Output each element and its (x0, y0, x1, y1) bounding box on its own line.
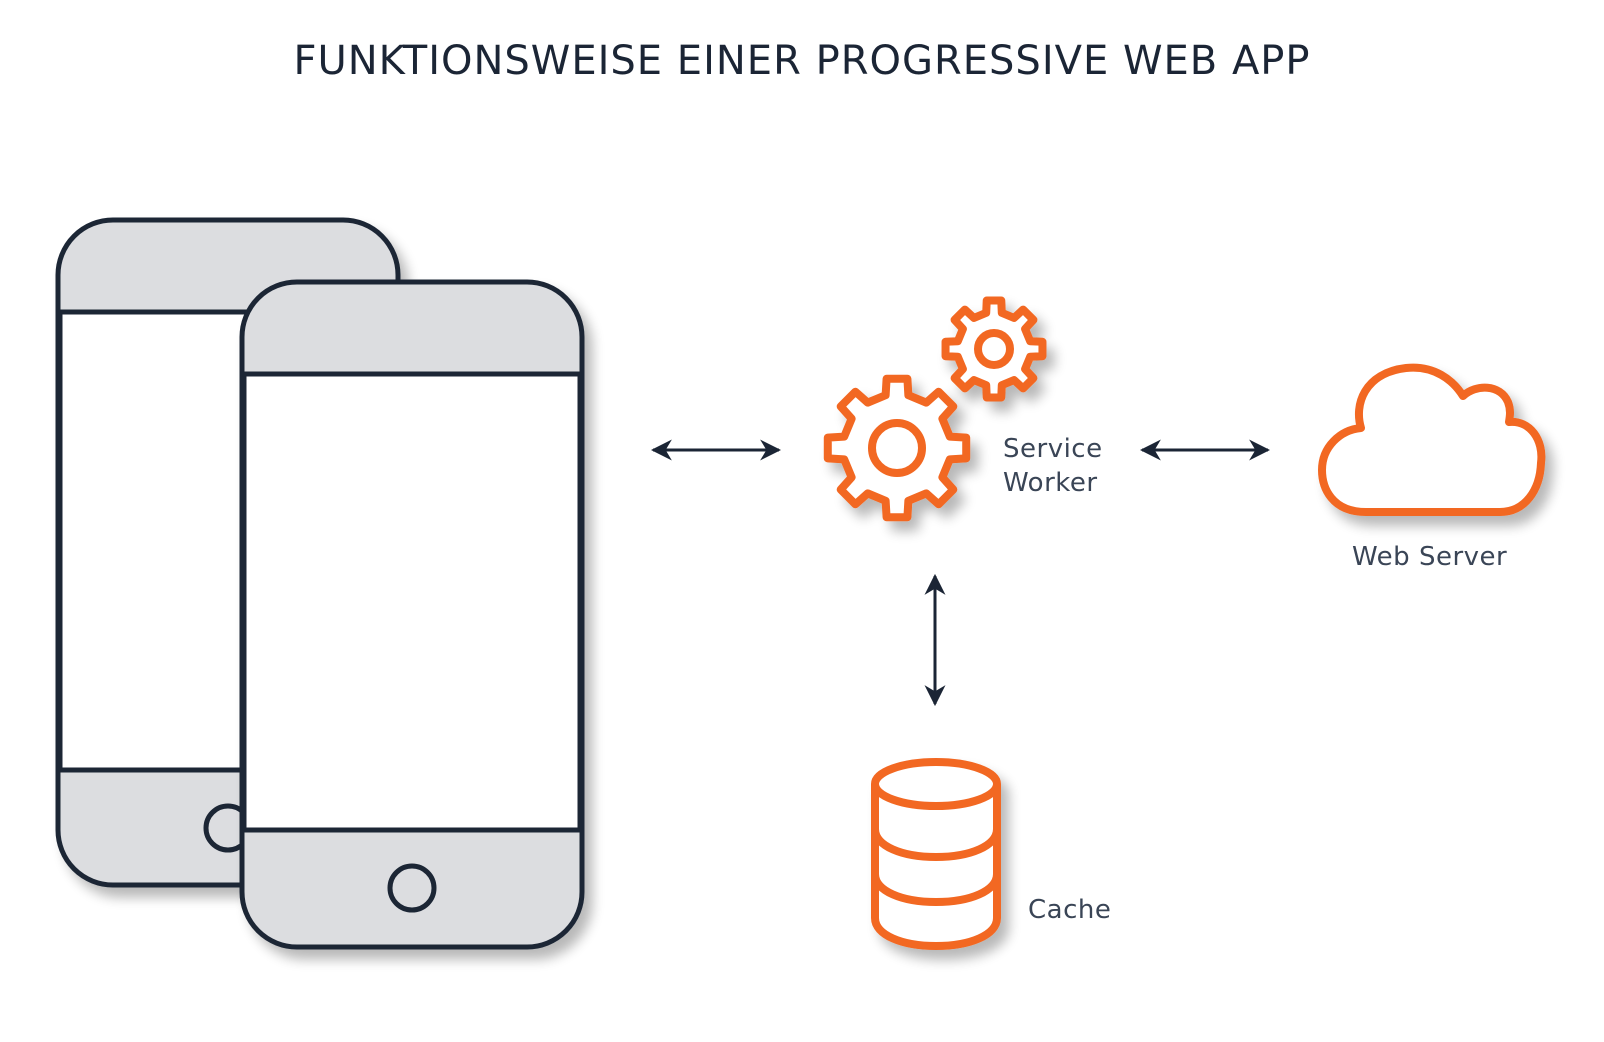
web-server-label: Web Server (1352, 542, 1508, 572)
page-title: FUNKTIONSWEISE EINER PROGRESSIVE WEB APP (293, 38, 1311, 84)
gear-large-icon (823, 374, 971, 522)
service-worker-label: Service Worker (1003, 432, 1103, 500)
cloud-icon (1318, 363, 1546, 516)
database-icon (871, 758, 1001, 951)
gears-icon (823, 296, 1047, 522)
gear-small-icon (941, 296, 1047, 402)
service-worker-label-line1: Service (1003, 434, 1103, 464)
smartphone-front-icon (239, 279, 585, 950)
service-worker-label-line2: Worker (1003, 468, 1098, 498)
cache-label: Cache (1028, 895, 1112, 925)
